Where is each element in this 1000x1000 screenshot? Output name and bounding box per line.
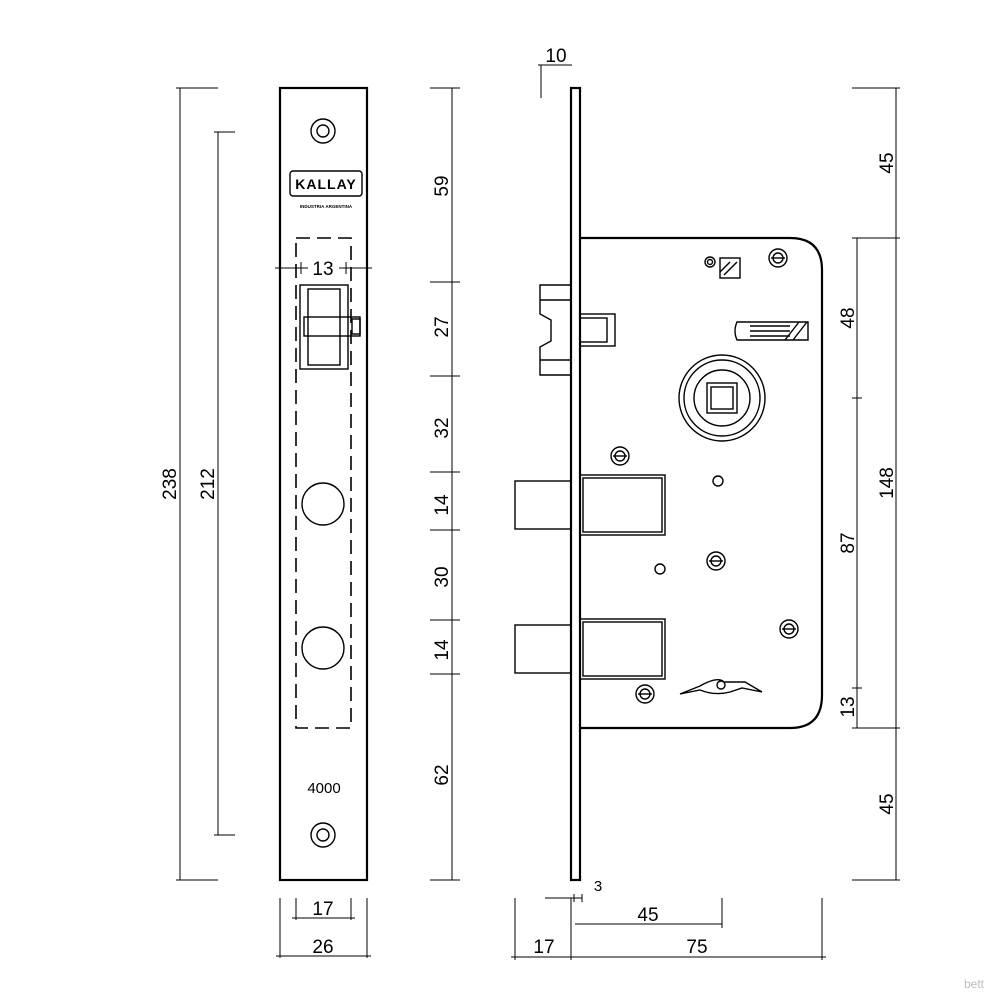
svg-text:45: 45 [637,905,658,926]
brand-tagline: INDUSTRIA ARGENTINA [300,204,353,209]
top-screw-hole-icon [310,118,336,144]
svg-text:32: 32 [432,417,453,438]
svg-text:13: 13 [838,696,859,717]
screw-icon [768,248,788,268]
pin-hole [654,563,666,575]
svg-text:62: 62 [432,764,453,785]
follower-slide [734,321,809,341]
latch-front [299,284,361,370]
svg-text:14: 14 [432,494,453,516]
dim-plate-thickness: 10 [538,46,572,98]
dim-bolt-projection: 17 [511,898,575,960]
latch-side [539,284,616,376]
svg-text:238: 238 [160,468,181,500]
svg-text:27: 27 [432,316,453,337]
lock-case-outline [580,236,824,730]
faceplate-front-view: KALLAY INDUSTRIA ARGENTINA 4000 [278,86,369,882]
lock-side-view [514,86,824,882]
watermark: bett [964,977,985,991]
dim-plate-inner-width: 17 [292,898,355,920]
svg-text:148: 148 [877,467,898,499]
dim-case-depth: 75 [571,898,826,960]
svg-text:87: 87 [838,532,859,553]
svg-text:45: 45 [877,793,898,814]
dim-screw-spacing: 212 [198,131,235,836]
svg-text:212: 212 [198,468,219,500]
svg-text:13: 13 [312,259,333,280]
key-cam [679,679,763,695]
screw-icon [706,551,726,571]
svg-text:30: 30 [432,566,453,587]
pin-hole [704,256,716,268]
brand-name: KALLAY [295,176,357,192]
dim-overall-height: 238 [160,87,218,881]
svg-text:17: 17 [533,937,554,958]
svg-text:59: 59 [432,175,453,196]
dim-right-chain: 45 148 45 48 87 13 [838,87,900,881]
case-outline-dashed [295,237,352,729]
deadbolt-upper-side [514,474,666,536]
faceplate-side [569,86,582,882]
screw-icon [779,619,799,639]
brand-logo: KALLAY INDUSTRIA ARGENTINA [289,170,363,209]
dim-latch-width: 13 [275,255,372,280]
deadbolt-lower-side [514,618,666,680]
faceplate-outline [278,86,369,882]
bottom-screw-hole-icon [310,822,336,848]
deadbolt-upper-front [301,482,345,526]
lever-piece [719,257,741,279]
dim-vertical-chain: 59 27 32 14 30 14 62 [430,87,460,881]
svg-text:10: 10 [545,46,566,67]
svg-text:17: 17 [312,899,333,920]
dim-backset: 45 [575,898,723,928]
svg-text:45: 45 [877,152,898,173]
screw-icon [610,446,630,466]
screw-icon [635,684,655,704]
pin-hole [712,475,724,487]
deadbolt-lower-front [301,626,345,670]
svg-text:14: 14 [432,639,453,661]
spindle-hub-icon [678,354,766,442]
svg-text:75: 75 [686,937,707,958]
svg-text:26: 26 [312,937,333,958]
model-number: 4000 [307,780,340,797]
svg-text:3: 3 [594,878,602,895]
dim-backset-offset: 3 [545,878,602,902]
svg-text:48: 48 [838,307,859,328]
dim-plate-width: 26 [276,898,371,958]
